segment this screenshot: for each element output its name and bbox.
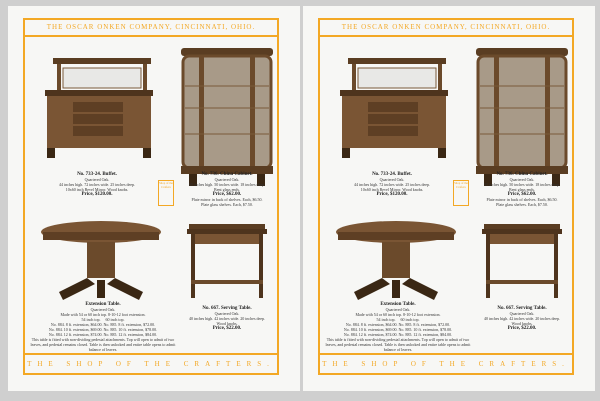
page-footer: THE SHOP OF THE CRAFTERS. (320, 353, 572, 373)
serving-dims: 40 inches high. 42 inches wide. 20 inche… (188, 316, 266, 321)
cabinet-dims: 65 inches high. 50 inches wide. 18 inche… (188, 182, 266, 187)
extension-table-image (41, 221, 161, 300)
cabinet-extra: Plate glass shelves. Each, $7.50. (201, 202, 253, 207)
cabinet-detail: Bent glass ends. (214, 187, 240, 192)
logo-text: Shop of the Crafters (159, 181, 173, 189)
left-page: THE OSCAR ONKEN COMPANY, CINCINNATI, OHI… (8, 6, 300, 391)
crafters-logo: Shop of the Crafters (453, 180, 469, 206)
buffet-detail: 10x60 inch Bevel Mirror. Wood knobs. (65, 187, 129, 192)
table-caption: Extension Table. Quartered Oak. Made wit… (324, 302, 472, 352)
page-header: THE OSCAR ONKEN COMPANY, CINCINNATI, OHI… (25, 20, 277, 37)
buffet-wood: Quartered Oak. (84, 177, 110, 182)
table-title: Extension Table. (380, 302, 416, 307)
table-col2: 60 inch top. (105, 317, 125, 322)
cabinet-extra: Plate glass shelves. Each, $7.50. (496, 202, 548, 207)
table-price-row: No. 884. 8 ft. extension, $64.00. No. 88… (50, 322, 156, 327)
table-wood: Quartered Oak. (90, 307, 116, 312)
cabinet-caption: No. 736. China Cabinet. Quartered Oak. 6… (175, 172, 279, 207)
buffet-price: Price, $120.00. (81, 192, 113, 197)
right-page: THE OSCAR ONKEN COMPANY, CINCINNATI, OHI… (303, 6, 595, 391)
serving-detail: Wood knobs. (511, 321, 533, 326)
buffet-caption: No. 733-24. Buffet. Quartered Oak. 44 in… (39, 172, 155, 197)
buffet-title: No. 733-24. Buffet. (77, 172, 117, 177)
table-note: This table is fitted with non-dividing p… (30, 337, 176, 352)
table-note: This table is fitted with non-dividing p… (325, 337, 471, 352)
table-price-row: No. 884. 10 ft. extension, $69.00. No. 8… (48, 327, 158, 332)
serving-detail: Wood knobs. (216, 321, 238, 326)
serving-wood: Quartered Oak. (509, 311, 535, 316)
cabinet-price: Price, $62.00. (507, 192, 537, 197)
china-cabinet-image (181, 48, 273, 186)
serving-wood: Quartered Oak. (214, 311, 240, 316)
serving-title: No. 667. Serving Table. (202, 306, 252, 311)
china-cabinet-image (476, 48, 568, 186)
table-col1: 54 inch top. (81, 317, 101, 322)
cabinet-wood: Quartered Oak. (214, 177, 240, 182)
table-price-row: No. 884. 10 ft. extension, $69.00. No. 8… (343, 327, 453, 332)
serving-title: No. 667. Serving Table. (497, 306, 547, 311)
page-footer: THE SHOP OF THE CRAFTERS. (25, 353, 277, 373)
cabinet-wood: Quartered Oak. (509, 177, 535, 182)
table-sizes: Made with 54 or 60 inch top. 8-10-12 foo… (60, 312, 146, 317)
page-frame: THE OSCAR ONKEN COMPANY, CINCINNATI, OHI… (23, 18, 279, 375)
crafters-logo: Shop of the Crafters (158, 180, 174, 206)
buffet-dims: 44 inches high. 72 inches wide. 25 inche… (58, 182, 136, 187)
table-title: Extension Table. (85, 302, 121, 307)
cabinet-dims: 65 inches high. 50 inches wide. 18 inche… (483, 182, 561, 187)
buffet-caption: No. 733-24. Buffet. Quartered Oak. 44 in… (334, 172, 450, 197)
buffet-dims: 44 inches high. 72 inches wide. 25 inche… (353, 182, 431, 187)
cabinet-title: No. 736. China Cabinet. (201, 172, 253, 177)
serving-caption: No. 667. Serving Table. Quartered Oak. 4… (177, 306, 277, 331)
serving-price: Price, $22.00. (507, 326, 537, 331)
buffet-image (45, 58, 153, 158)
table-price-row: No. 884. 12 ft. extension, $74.00. No. 8… (343, 332, 453, 337)
table-wood: Quartered Oak. (385, 307, 411, 312)
cabinet-title: No. 736. China Cabinet. (496, 172, 548, 177)
page-frame: THE OSCAR ONKEN COMPANY, CINCINNATI, OHI… (318, 18, 574, 375)
serving-caption: No. 667. Serving Table. Quartered Oak. 4… (472, 306, 572, 331)
table-price-row: No. 884. 8 ft. extension, $64.00. No. 88… (345, 322, 451, 327)
buffet-price: Price, $120.00. (376, 192, 408, 197)
serving-table-image (482, 224, 562, 298)
buffet-wood: Quartered Oak. (379, 177, 405, 182)
table-caption: Extension Table. Quartered Oak. Made wit… (29, 302, 177, 352)
serving-price: Price, $22.00. (212, 326, 242, 331)
page-header: THE OSCAR ONKEN COMPANY, CINCINNATI, OHI… (320, 20, 572, 37)
logo-text: Shop of the Crafters (454, 181, 468, 189)
cabinet-caption: No. 736. China Cabinet. Quartered Oak. 6… (470, 172, 574, 207)
buffet-detail: 10x60 inch Bevel Mirror. Wood knobs. (360, 187, 424, 192)
cabinet-price: Price, $62.00. (212, 192, 242, 197)
extension-table-image (336, 221, 456, 300)
cabinet-extra: Plate mirror in back of shelves. Each, $… (191, 197, 263, 202)
buffet-title: No. 733-24. Buffet. (372, 172, 412, 177)
cabinet-extra: Plate mirror in back of shelves. Each, $… (486, 197, 558, 202)
serving-dims: 40 inches high. 42 inches wide. 20 inche… (483, 316, 561, 321)
cabinet-detail: Bent glass ends. (509, 187, 535, 192)
table-col1: 54 inch top. (376, 317, 396, 322)
table-price-row: No. 884. 12 ft. extension, $74.00. No. 8… (48, 332, 158, 337)
table-col2: 60 inch top. (400, 317, 420, 322)
serving-table-image (187, 224, 267, 298)
table-sizes: Made with 54 or 60 inch top. 8-10-12 foo… (355, 312, 441, 317)
buffet-image (340, 58, 448, 158)
